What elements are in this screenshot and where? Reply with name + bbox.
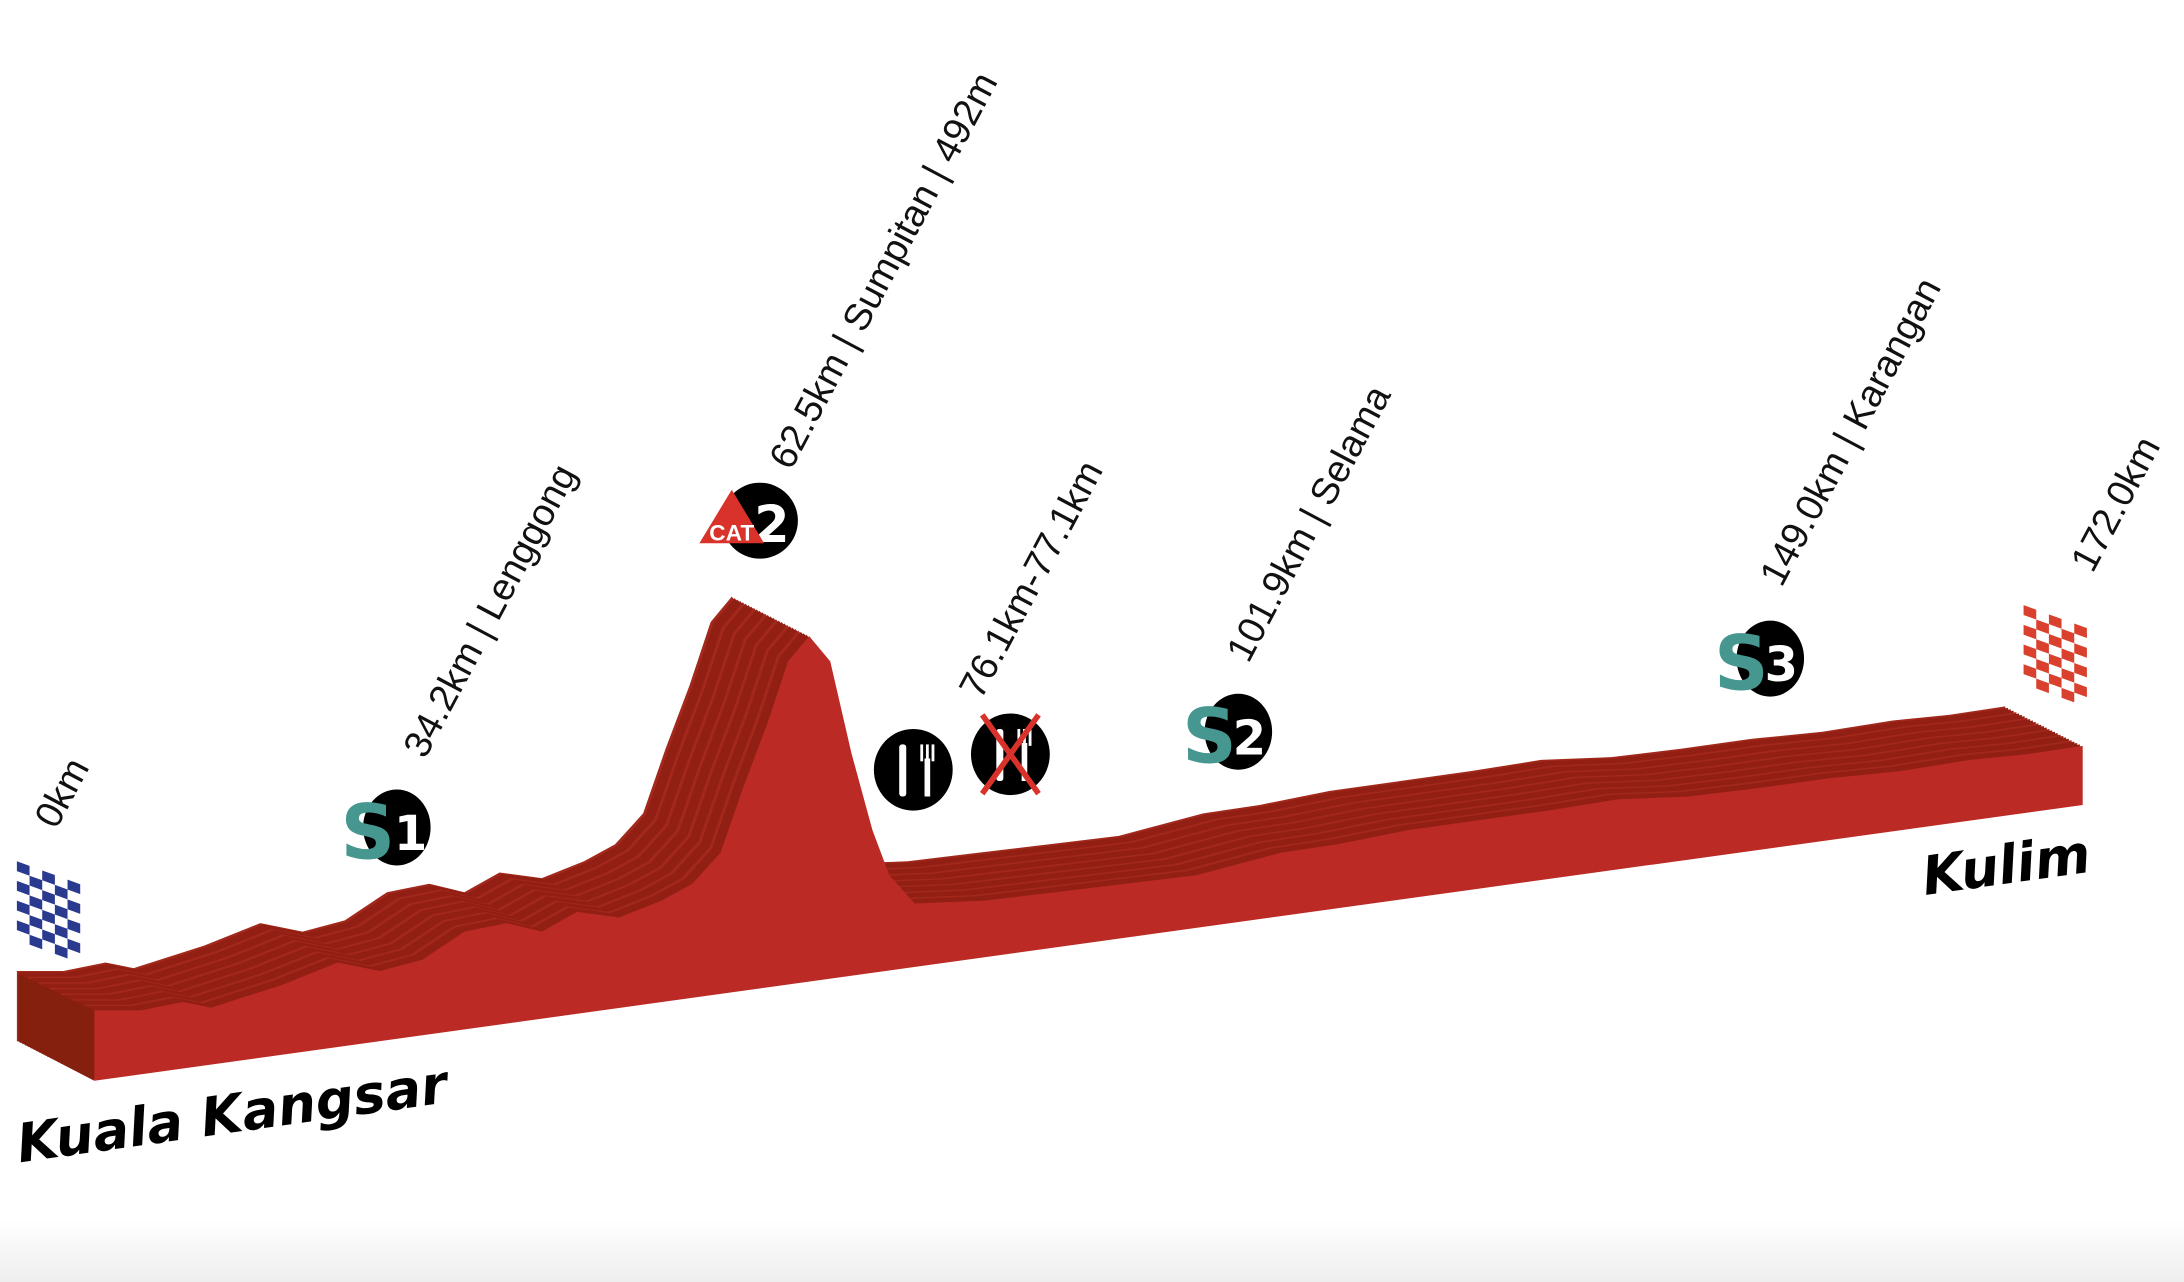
profile-left-side [18, 973, 95, 1081]
svg-text:CAT: CAT [709, 520, 754, 545]
flag-square [54, 944, 68, 959]
svg-text:S: S [1714, 619, 1769, 708]
flag-square [16, 920, 30, 935]
start-flag-icon [16, 861, 81, 959]
profile-front-face [94, 636, 2083, 1081]
svg-text:2: 2 [1233, 711, 1266, 766]
flag-square [2036, 678, 2049, 694]
svg-text:S: S [1182, 692, 1237, 781]
flag-square [2074, 662, 2087, 678]
label-sprint2: 101.9km | Selama [1219, 378, 1400, 668]
flag-square [2061, 687, 2075, 703]
flag-square [2048, 634, 2062, 649]
flag-square [2074, 682, 2087, 698]
flag-square [67, 919, 81, 934]
finish-town: Kulim [1918, 822, 2094, 908]
kom-cat2-icon: 2 CAT [699, 482, 798, 559]
label-finish: 172.0km [2063, 430, 2168, 578]
flag-square [2074, 623, 2087, 639]
flag-square [16, 861, 30, 876]
flag-square [2061, 628, 2075, 644]
sprint3-icon: 3 S [1714, 619, 1805, 708]
feed-zone-icon [873, 728, 953, 811]
flag-square [2048, 614, 2062, 629]
flag-square [2074, 643, 2087, 658]
svg-text:3: 3 [1765, 638, 1798, 693]
svg-text:2: 2 [754, 495, 789, 554]
flag-square [2023, 605, 2037, 620]
flag-square [2036, 658, 2049, 674]
label-sprint3: 149.0km | Karangan [1752, 271, 1949, 592]
flag-square [2023, 664, 2037, 679]
flag-square [67, 938, 81, 954]
flag-square [54, 904, 68, 920]
flag-square [42, 890, 55, 905]
sprint2-icon: 2 S [1182, 692, 1273, 781]
flag-square [2023, 624, 2037, 640]
flag-square [2036, 619, 2049, 635]
flag-square [2061, 648, 2075, 663]
label-kom: 62.5km | Sumpitan | 492m [762, 66, 1007, 476]
flag-square [42, 870, 55, 885]
flag-square [42, 909, 55, 925]
flag-square [67, 899, 81, 914]
label-sprint1: 34.2km | Lenggong [396, 458, 585, 764]
flag-square [54, 924, 68, 939]
flag-square [2048, 653, 2062, 669]
flag-square [2061, 668, 2075, 683]
flag-square [29, 875, 43, 891]
flag-square [67, 879, 81, 895]
flag-square [29, 895, 43, 910]
finish-flag-icon [2023, 605, 2087, 703]
label-feed: 76.1km-77.1km [952, 454, 1112, 705]
feed-zone-end-icon [970, 713, 1050, 796]
flag-square [2023, 644, 2037, 659]
flag-square [2048, 673, 2062, 688]
svg-text:1: 1 [394, 807, 427, 862]
flag-square [16, 900, 30, 916]
flag-square [42, 929, 55, 945]
flag-square [54, 884, 68, 900]
flag-square [2036, 639, 2049, 654]
flag-square [29, 934, 43, 950]
flag-square [29, 915, 43, 930]
sprint1-icon: 1 S [341, 787, 431, 876]
svg-text:S: S [341, 787, 396, 876]
flag-square [16, 880, 30, 896]
label-start: 0km [27, 751, 98, 834]
